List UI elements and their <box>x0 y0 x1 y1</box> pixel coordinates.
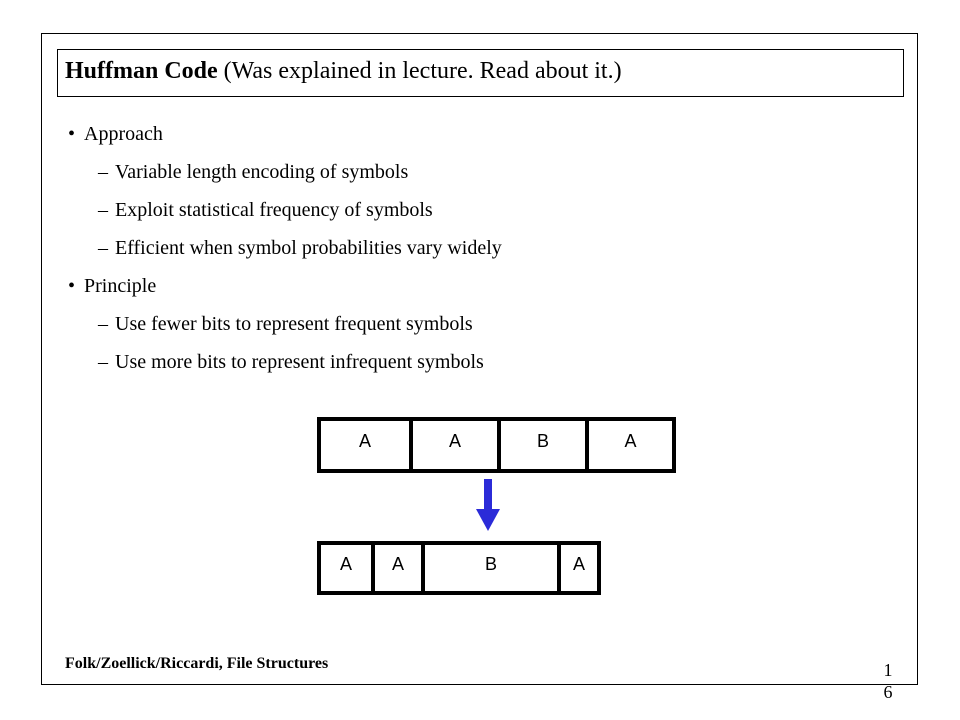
sub-bullet-text: Exploit statistical frequency of symbols <box>115 199 433 221</box>
sub-dash: – <box>98 161 108 183</box>
sub-dash: – <box>98 199 108 221</box>
sub-bullet: – Variable length encoding of symbols <box>68 157 502 195</box>
sub-dash: – <box>98 313 108 335</box>
symbol-cell: A <box>371 545 421 591</box>
down-arrow-icon <box>476 479 500 531</box>
page-number: 1 6 <box>881 659 895 703</box>
sub-bullet-text: Efficient when symbol probabilities vary… <box>115 237 502 259</box>
fixed-length-sequence: A A B A <box>317 417 676 473</box>
title-bold: Huffman Code <box>65 58 218 84</box>
sub-bullet-text: Use fewer bits to represent frequent sym… <box>115 313 473 335</box>
symbol-cell: B <box>497 421 585 469</box>
title-box <box>57 49 904 97</box>
symbol-cell: A <box>585 421 672 469</box>
symbol-cell: A <box>339 554 352 574</box>
sub-bullet-text: Variable length encoding of symbols <box>115 161 409 183</box>
bullet-approach: • Approach <box>68 119 502 157</box>
sub-bullet-text: Use more bits to represent infrequent sy… <box>115 351 484 373</box>
sub-dash: – <box>98 237 108 259</box>
title-rest: (Was explained in lecture. Read about it… <box>217 58 622 84</box>
symbol-cell: A <box>409 421 497 469</box>
page-number-digit: 1 <box>883 660 893 680</box>
bullet-list: • Approach – Variable length encoding of… <box>68 119 502 385</box>
bullet-dot: • <box>68 123 76 145</box>
bullet-dot: • <box>68 275 76 297</box>
sub-bullet: – Use fewer bits to represent frequent s… <box>68 309 502 347</box>
page-number-digit: 6 <box>883 682 893 702</box>
bullet-label: Approach <box>84 123 163 145</box>
footer-credit: Folk/Zoellick/Riccardi, File Structures <box>65 655 329 672</box>
sub-dash: – <box>98 351 108 373</box>
sub-bullet: – Exploit statistical frequency of symbo… <box>68 195 502 233</box>
symbol-cell: A <box>557 545 597 591</box>
sub-bullet: – Use more bits to represent infrequent … <box>68 347 502 385</box>
bullet-principle: • Principle <box>68 271 502 309</box>
symbol-cell: A <box>358 431 371 451</box>
bullet-label: Principle <box>84 275 157 297</box>
symbol-cell: B <box>421 545 557 591</box>
slide-frame <box>41 33 918 685</box>
variable-length-sequence: A A B A <box>317 541 601 595</box>
sub-bullet: – Efficient when symbol probabilities va… <box>68 233 502 271</box>
slide-title: Huffman Code (Was explained in lecture. … <box>65 56 622 86</box>
